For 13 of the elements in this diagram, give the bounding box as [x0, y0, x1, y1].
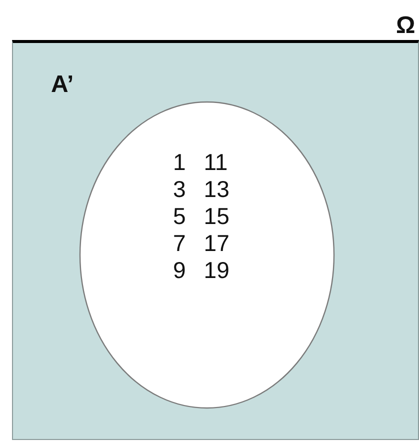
set-element: 7 [173, 230, 186, 257]
set-element: 11 [204, 149, 229, 176]
set-element: 9 [173, 257, 186, 284]
set-element: 13 [204, 176, 230, 203]
set-element: 15 [204, 203, 230, 230]
set-element: 19 [204, 257, 230, 284]
complement-label: A’ [51, 70, 74, 100]
set-element: 3 [173, 176, 186, 203]
set-element: 1 [173, 149, 186, 176]
universe-label: Ω [396, 11, 416, 41]
set-element: 17 [204, 230, 230, 257]
set-element: 5 [173, 203, 186, 230]
universe-rectangle [12, 40, 419, 440]
